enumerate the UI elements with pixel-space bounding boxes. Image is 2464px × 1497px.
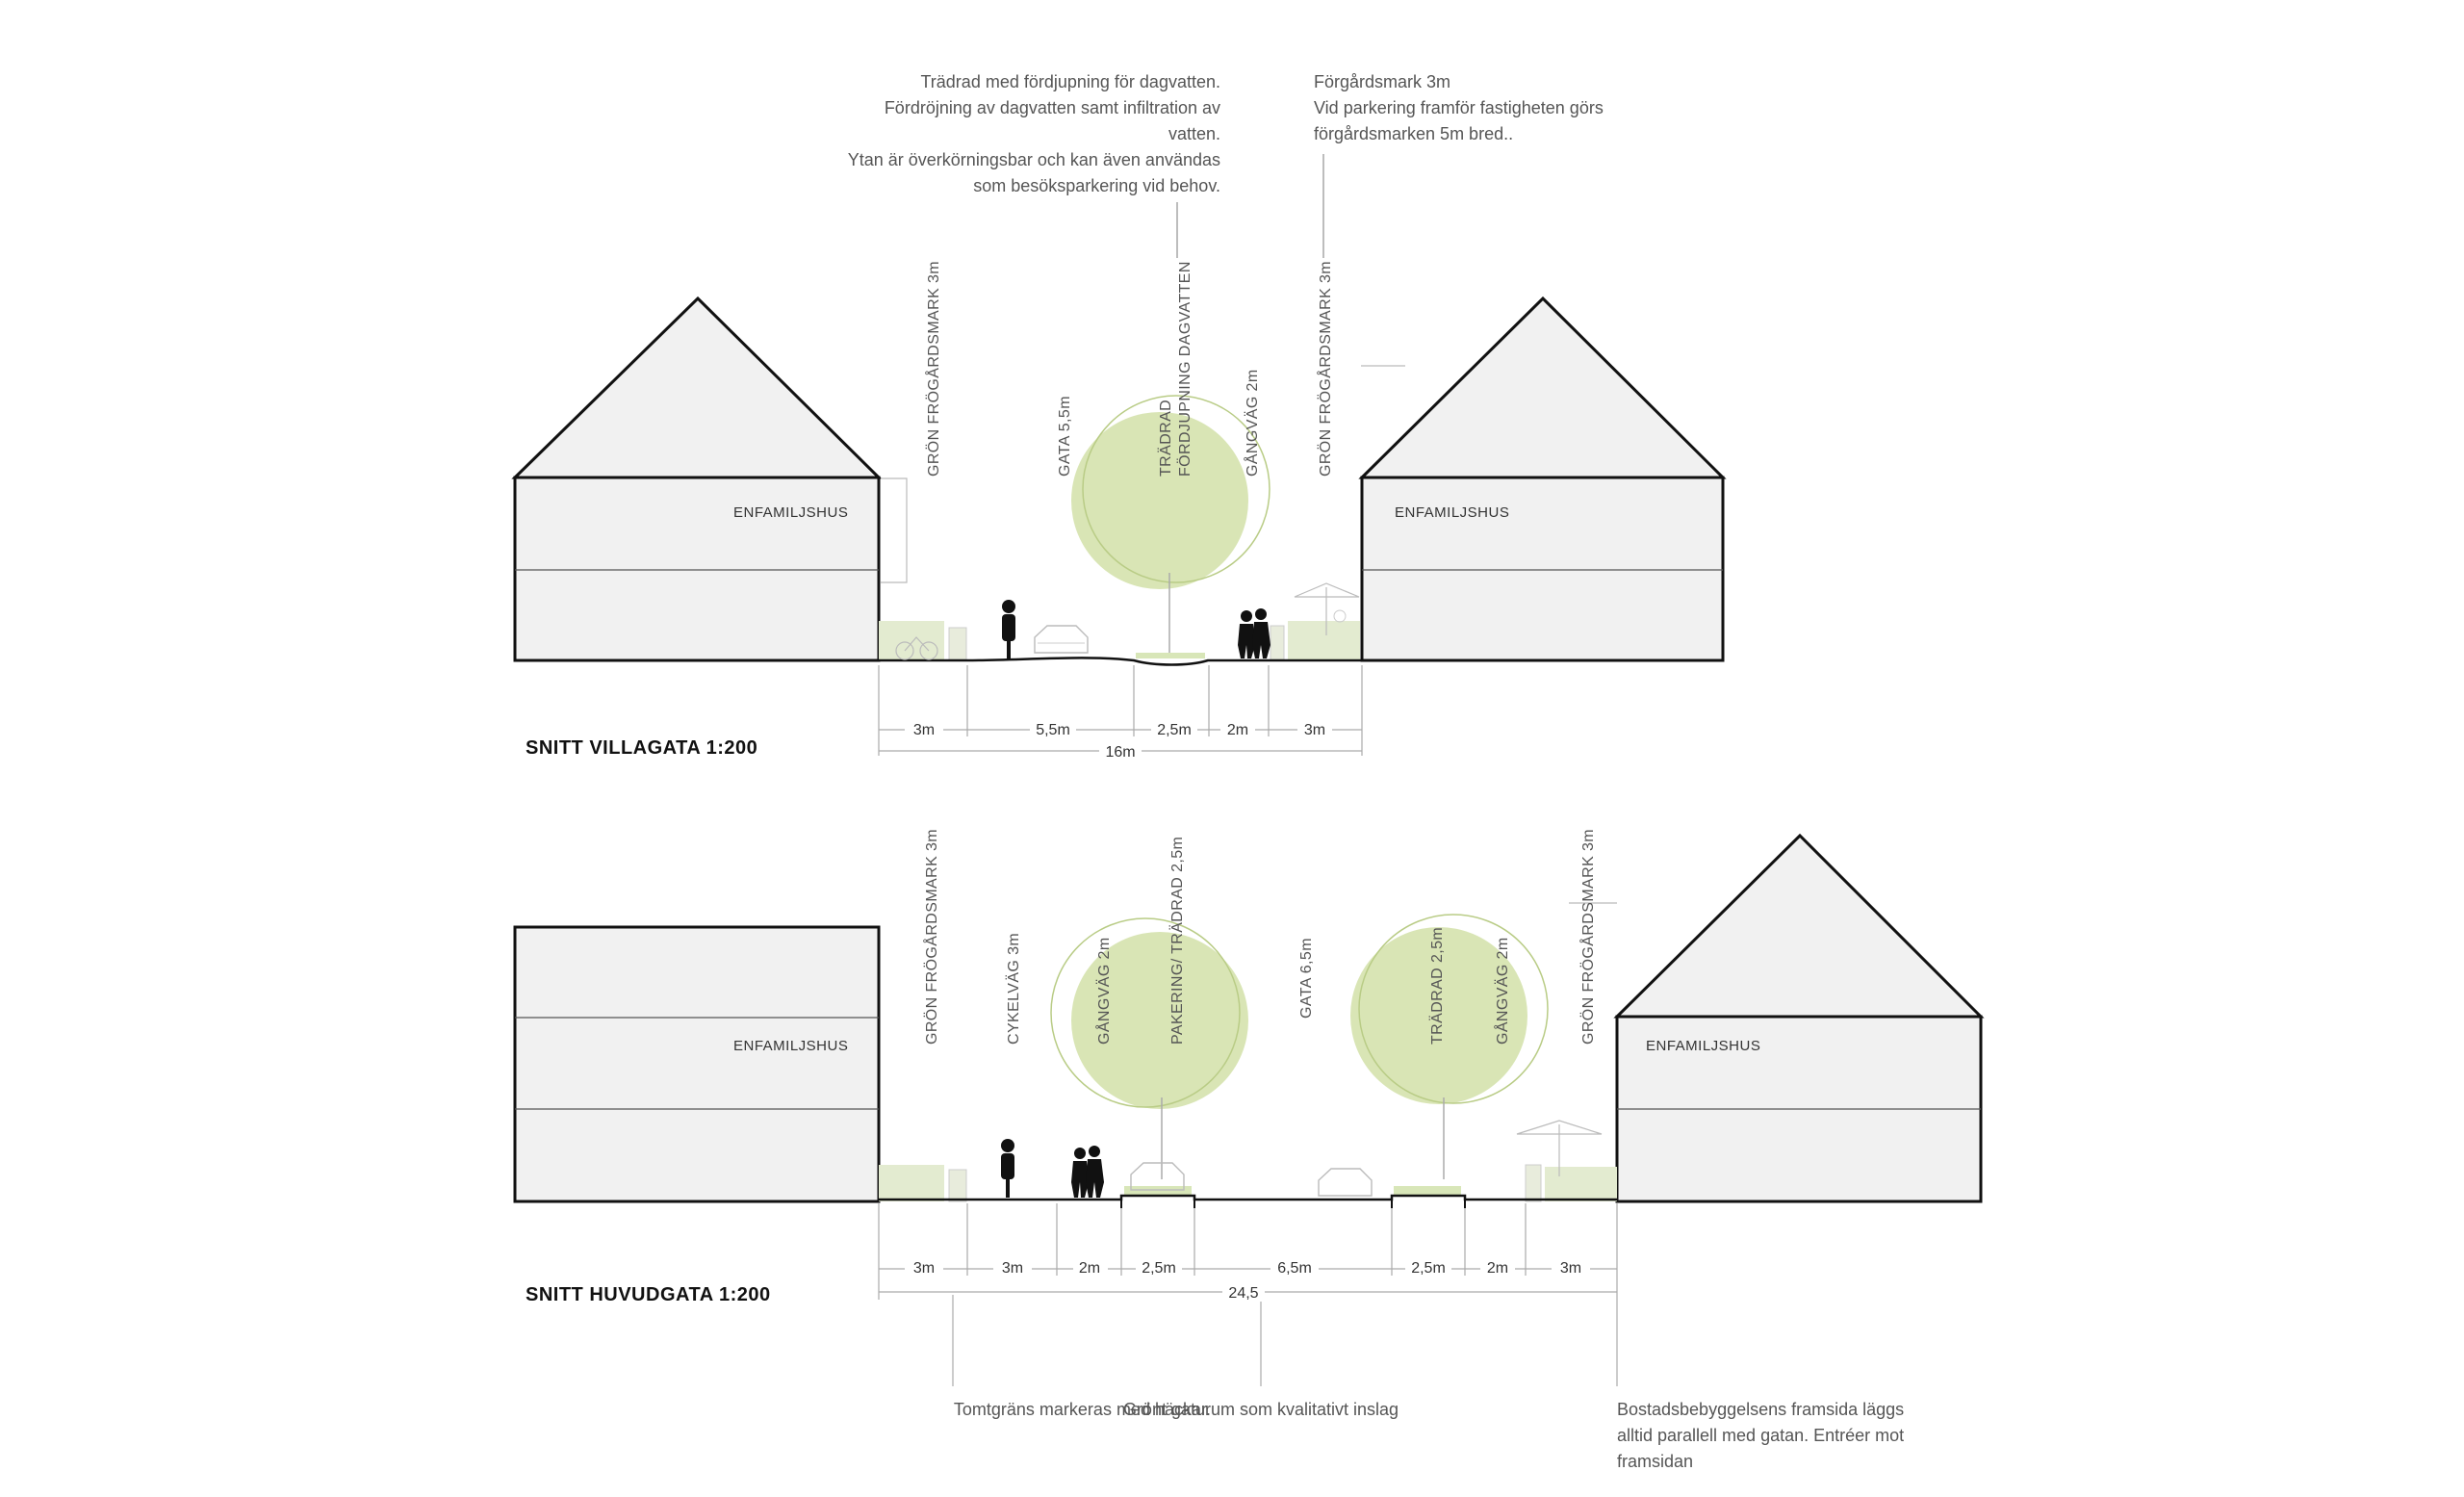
section-title: SNITT HUVUDGATA 1:200 [526,1284,771,1305]
annotation-tradrad-line-3: vatten. [1168,124,1220,143]
zone-label-cykelvag: CYKELVÄG 3m [1005,933,1022,1045]
section-title: SNITT VILLAGATA 1:200 [526,737,757,759]
house-label: ENFAMILJSHUS [1395,504,1509,521]
dimension-label: 2m [1227,722,1248,738]
ground-line [879,1194,1617,1201]
dimension-label: 3m [1560,1260,1581,1277]
tree [1071,395,1270,655]
annotation-bostad: Bostadsbebyggelsens framsida läggs allti… [1617,1400,1904,1471]
hedge-post [948,1169,967,1202]
house-left: ENFAMILJSHUS [513,925,881,1203]
zone-label-gron-left: GRÖN FRÖGÅRDSMARK 3m [922,829,940,1045]
dimension-labels: 3m 3m 2m 2,5m 6,5m 2,5m 2m 3m 24,5 [905,1256,1590,1302]
annotation-tradrad-line-4: Ytan är överkörningsbar och kan även anv… [848,150,1220,169]
zone-label-gangvag-left: GÅNGVÄG 2m [1094,937,1113,1045]
zone-label-gron-right: GRÖN FRÖGÅRDSMARK 3m [1316,261,1334,477]
umbrella-outline [1294,582,1360,635]
ground-line [879,657,1362,666]
house-right: ENFAMILJSHUS [1613,833,1985,1203]
dimension-labels: 3m 5,5m 2,5m 2m 3m 16m [905,717,1332,761]
car-outline [1034,625,1089,654]
planting-bed [1124,1186,1192,1196]
hedge [879,621,944,659]
zone-label-pakering: PAKERING/ TRÄDRAD 2,5m [1168,837,1186,1045]
annotation-forgard-line-2: Vid parkering framför fastigheten görs [1314,98,1604,117]
planting-bed [1394,1186,1461,1196]
umbrella-outline [1516,1120,1603,1176]
dimension-label: 3m [1304,722,1325,738]
house-label: ENFAMILJSHUS [733,504,848,521]
zone-label-gron-left: GRÖN FRÖGÅRDSMARK 3m [924,261,942,477]
annotation-forgard-line-3: förgårdsmarken 5m bred.. [1314,124,1513,143]
annotation-gront: Grönt gaturum som kvalitativt inslag [1123,1400,1399,1419]
cyclist-figure [1001,1139,1014,1198]
annotation-bostad-line-1: Bostadsbebyggelsens framsida läggs [1617,1400,1904,1419]
hedge-post [948,627,967,660]
dimension-label: 3m [913,1260,935,1277]
zone-label-fordjupning: FÖRDJUPNING DAGVATTEN [1176,261,1194,477]
cyclist-figure [1002,600,1015,658]
section-villagata: ENFAMILJSHUS ENFAMILJSHUS [511,261,1727,761]
zone-label-gata: GATA 5,5m [1057,396,1073,477]
car-outline [1130,1162,1185,1191]
house-right: ENFAMILJSHUS [1358,296,1727,662]
tree-crown-outline [1082,395,1270,583]
annotation-bostad-line-3: framsidan [1617,1452,1693,1471]
dimension-label: 2m [1079,1260,1100,1277]
dimension-label: 3m [913,722,935,738]
zone-label-gata: GATA 6,5m [1298,938,1315,1019]
zone-label-gangvag: GÅNGVÄG 2m [1243,369,1261,477]
hedge-post [1270,625,1285,660]
tree-crown-outline [1050,917,1241,1108]
house-label: ENFAMILJSHUS [1646,1038,1760,1054]
dimension-label: 3m [1002,1260,1023,1277]
dimension-chain [878,665,1363,756]
pedestrians-figure [1238,608,1270,658]
house-label: ENFAMILJSHUS [733,1038,848,1054]
annotation-bostad-line-2: alltid parallell med gatan. Entréer mot [1617,1426,1904,1445]
tree-crown [1350,927,1527,1104]
zone-label-tradrad: TRÄDRAD 2,5m [1428,927,1446,1045]
hedge-post [1525,1164,1542,1202]
dimension-label: 2m [1487,1260,1508,1277]
tree-crown [1071,412,1248,589]
dimension-label: 6,5m [1277,1260,1312,1277]
dimension-label: 2,5m [1157,722,1192,738]
annotation-forgard: Förgårdsmark 3m Vid parkering framför fa… [1314,72,1604,258]
annotation-forgard-line-1: Förgårdsmark 3m [1314,72,1450,91]
swale-planting [1136,653,1205,658]
dimension-label: 5,5m [1036,722,1070,738]
hedge [1288,621,1360,659]
dimension-label: 2,5m [1142,1260,1176,1277]
dimension-label: 2,5m [1411,1260,1446,1277]
tree-crown-outline [1358,914,1549,1104]
dimension-total: 16m [1105,744,1135,761]
tree-crown [1071,932,1248,1109]
hedge [879,1165,944,1201]
annotation-tradrad-line-2: Fördröjning av dagvatten samt infiltrati… [885,98,1220,117]
zone-label-tradrad: TRÄDRAD [1157,400,1174,477]
hedge [1545,1167,1617,1201]
annotation-tradrad: Trädrad med fördjupning för dagvatten. F… [848,72,1220,258]
annotation-tomtgrans: Tomtgräns markeras med häckar. [954,1400,1211,1419]
annotation-tradrad-line-1: Trädrad med fördjupning för dagvatten. [920,72,1220,91]
annotation-tradrad-line-5: som besöksparkering vid behov. [973,176,1220,195]
tree [1050,917,1248,1179]
leader-bracket [881,477,908,583]
bicycle-outline [895,636,938,660]
section-huvudgata: ENFAMILJSHUS ENFAMILJSHUS [513,829,1985,1386]
pedestrians-figure [1071,1146,1104,1198]
zone-label-gron-right: GRÖN FRÖGÅRDSMARK 3m [1578,829,1597,1045]
zone-label-gangvag-right: GÅNGVÄG 2m [1493,937,1511,1045]
car-outline [1318,1168,1373,1197]
dimension-total: 24,5 [1228,1285,1258,1302]
tree [1350,914,1549,1179]
house-left: ENFAMILJSHUS [511,296,883,662]
